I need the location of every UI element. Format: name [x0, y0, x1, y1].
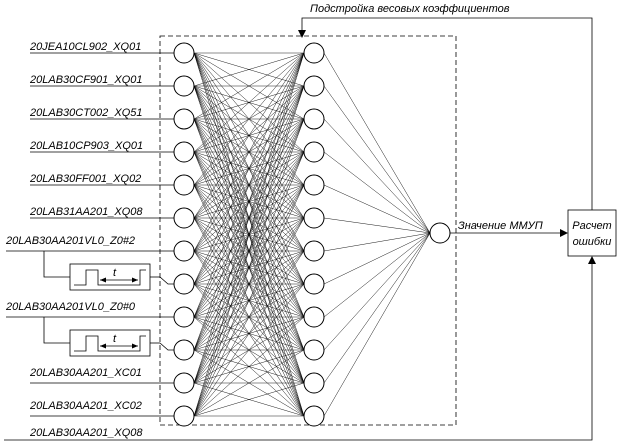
connection-line — [323, 232, 431, 318]
connection-line — [193, 52, 305, 219]
connection-line — [193, 349, 305, 417]
input-layer — [173, 42, 195, 427]
connection-line — [323, 52, 431, 234]
connection-line — [193, 118, 305, 417]
connection-line — [323, 232, 431, 252]
input-label-2: 20LAB30CF901_XQ01 — [29, 74, 143, 86]
input-neuron — [173, 405, 195, 427]
connection-line — [193, 151, 305, 417]
target-label: 20LAB30AA201_XQ08 — [29, 427, 143, 439]
connection-line — [193, 382, 305, 417]
hidden-neuron — [303, 207, 325, 229]
delay-label-2: t — [113, 333, 117, 345]
hidden-neuron — [303, 240, 325, 262]
connection-line — [193, 52, 305, 285]
connection-line — [193, 52, 305, 153]
connection-line — [193, 52, 305, 252]
connection-line — [193, 52, 305, 351]
input-neuron — [173, 372, 195, 394]
hidden-neuron — [303, 339, 325, 361]
connection-line — [193, 52, 305, 120]
connection-line — [323, 85, 431, 234]
connection-line — [193, 250, 305, 417]
connection-line — [193, 217, 305, 417]
hidden-neuron — [303, 405, 325, 427]
network-boundary — [159, 35, 457, 426]
connection-line — [193, 316, 305, 417]
input-wires — [6, 52, 174, 417]
target-arrowhead — [588, 256, 596, 264]
connection-mesh — [193, 52, 305, 417]
output-arrowhead — [560, 229, 568, 237]
hidden-neuron — [303, 174, 325, 196]
connection-line — [193, 283, 305, 417]
connection-line — [193, 184, 305, 417]
input-neuron — [173, 141, 195, 163]
input-label-6: 20LAB31AA201_XQ08 — [29, 206, 143, 218]
input-label-9: 20LAB30AA201_XC01 — [29, 367, 142, 379]
input-label-10: 20LAB30AA201_XC02 — [29, 400, 142, 412]
error-calculation-box — [567, 209, 617, 257]
delay-wire — [159, 342, 174, 351]
output-neuron — [429, 222, 451, 244]
connection-line — [323, 232, 431, 417]
feedback-label: Подстройка весовых коэффициентов — [310, 3, 510, 15]
input-neuron — [173, 306, 195, 328]
connection-line — [323, 184, 431, 234]
error-box-line2: ошибки — [573, 236, 612, 248]
connection-line — [193, 52, 305, 417]
connection-line — [323, 232, 431, 384]
delay-wire — [159, 276, 174, 285]
input-neuron — [173, 174, 195, 196]
input-label-7: 20LAB30AA201VL0_Z0#2 — [5, 235, 135, 247]
feedback-arrowhead — [298, 30, 306, 38]
output-label: Значение ММУП — [458, 220, 543, 232]
input-neuron — [173, 42, 195, 64]
hidden-neuron — [303, 42, 325, 64]
hidden-neuron — [303, 141, 325, 163]
input-label-3: 20LAB30CT002_XQ51 — [29, 107, 143, 119]
hidden-neuron — [303, 273, 325, 295]
input-neuron — [173, 207, 195, 229]
connection-line — [323, 232, 431, 351]
input-neuron — [173, 339, 195, 361]
connection-line — [323, 232, 431, 285]
connection-line — [323, 151, 431, 234]
input-neuron — [173, 240, 195, 262]
input-neuron — [173, 75, 195, 97]
connection-line — [323, 217, 431, 234]
input-label-5: 20LAB30FF001_XQ02 — [29, 173, 141, 185]
hidden-neuron — [303, 75, 325, 97]
connection-line — [193, 52, 305, 318]
connection-line — [193, 85, 305, 417]
hidden-neuron — [303, 108, 325, 130]
delay-block-1: t — [43, 251, 151, 291]
delay-label-1: t — [113, 267, 117, 279]
delay-block-2: t — [43, 317, 151, 357]
hidden-layer — [303, 42, 325, 427]
connection-line — [193, 52, 305, 186]
target-signal-path — [4, 264, 593, 441]
connection-line — [193, 52, 305, 87]
input-neuron — [173, 108, 195, 130]
connection-line — [193, 52, 305, 384]
input-label-8: 20LAB30AA201VL0_Z0#0 — [5, 301, 136, 313]
hidden-neuron — [303, 306, 325, 328]
hidden-to-output-connections — [323, 52, 431, 417]
error-box-line1: Расчет — [572, 220, 611, 232]
input-label-4: 20LAB10CP903_XQ01 — [29, 140, 143, 152]
connection-line — [323, 118, 431, 234]
hidden-neuron — [303, 372, 325, 394]
input-neuron — [173, 273, 195, 295]
feedback-path — [301, 17, 593, 210]
input-label-1: 20JEA10CL902_XQ01 — [29, 41, 141, 53]
